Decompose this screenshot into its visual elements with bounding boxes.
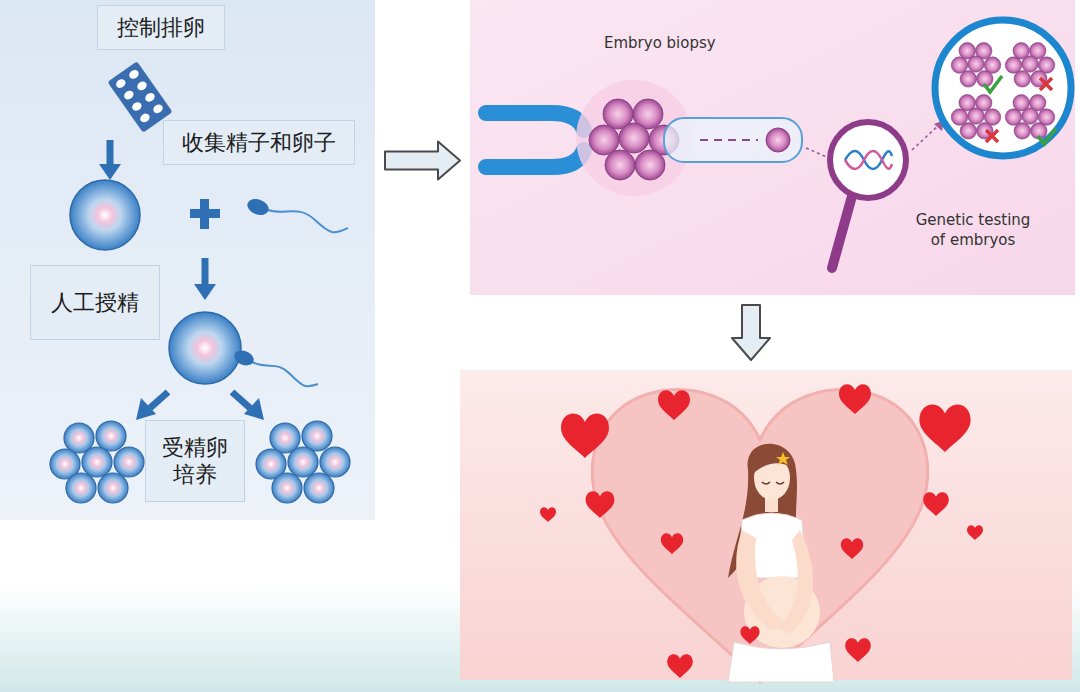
step-label: 受精卵 培养 xyxy=(159,434,232,489)
step-label-box: 受精卵 培养 xyxy=(145,420,245,502)
hollow-arrow xyxy=(732,305,770,360)
hollow-arrow xyxy=(385,142,460,180)
big-heart xyxy=(592,390,927,682)
fertilized-egg xyxy=(169,312,241,384)
biopsy-needle xyxy=(664,118,802,162)
holding-pipette xyxy=(486,113,584,167)
process-panel: 控制排卵收集精子和卵子人工授精受精卵 培养 xyxy=(0,0,375,520)
process-panel xyxy=(460,370,1072,680)
step-label: 人工授精 xyxy=(51,289,139,317)
bottom-panel-ground xyxy=(460,370,1072,680)
embryo-cluster xyxy=(50,421,144,503)
right-panel-ground xyxy=(470,0,1075,295)
panel-caption: Embryo biopsy xyxy=(604,33,764,53)
embryo-cluster xyxy=(256,421,350,503)
hearts xyxy=(540,384,983,678)
panel-caption: Genetic testing of embryos xyxy=(908,210,1038,251)
sperm xyxy=(232,348,318,386)
egg xyxy=(70,180,140,250)
sperm xyxy=(245,196,348,232)
step-label-box: 收集精子和卵子 xyxy=(163,120,355,165)
magnifier xyxy=(830,122,906,268)
process-panel: Embryo biopsyGenetic testing of embryos xyxy=(470,0,1075,295)
step-label-box: 人工授精 xyxy=(30,265,160,340)
pregnant-woman xyxy=(728,444,834,682)
step-label: 控制排卵 xyxy=(117,14,205,42)
plus-sign xyxy=(190,199,220,229)
test-result xyxy=(935,20,1071,156)
step-label: 收集精子和卵子 xyxy=(182,129,336,157)
left-panel-ground xyxy=(0,0,375,520)
step-label-box: 控制排卵 xyxy=(97,5,225,50)
